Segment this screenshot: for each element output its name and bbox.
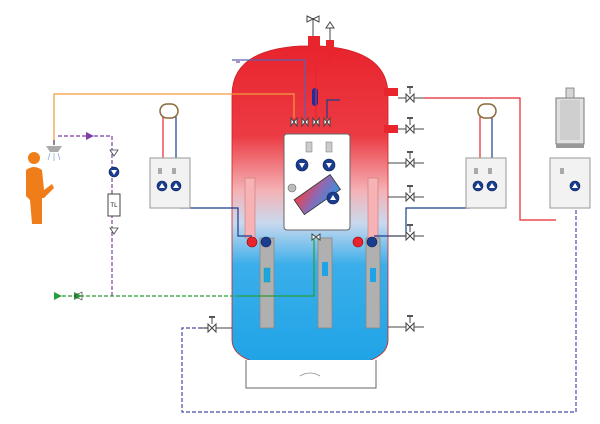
stratification-lance-3 [365, 237, 381, 329]
recirculation-marker [86, 132, 94, 140]
primary-feed-line [315, 48, 331, 118]
pump-station-right [465, 157, 507, 209]
domestic-hot-water-line [53, 93, 295, 140]
module-valve-3[interactable] [312, 116, 320, 128]
boiler-pump-station [549, 157, 591, 209]
nozzle-valve-3[interactable] [388, 151, 424, 169]
solar-collector-left [159, 103, 179, 119]
primary-return-line [326, 99, 340, 118]
stratification-lance-1 [259, 237, 275, 329]
stratification-lance-2 [317, 237, 333, 329]
nozzle-valve-4[interactable] [388, 185, 424, 203]
connection-cold-right [366, 236, 378, 248]
safety-relief-icon[interactable] [325, 21, 335, 40]
connection-cold-left [260, 236, 272, 248]
return-loop-line [181, 198, 577, 413]
solar-collector-right [477, 103, 497, 119]
thermal-meter: TL [107, 193, 121, 217]
connection-hot-right [352, 236, 364, 248]
nozzle-valve-6[interactable] [388, 315, 424, 333]
circulation-line [232, 59, 306, 118]
boiler-flow-line [424, 97, 556, 221]
cold-water-feed-line [238, 238, 315, 297]
meter-label: TL [110, 202, 118, 209]
stratification-tube-left [244, 177, 256, 239]
left-module-flow [180, 207, 252, 237]
nozzle-valve-2[interactable] [398, 117, 424, 135]
nozzle-valve-1[interactable] [398, 86, 424, 104]
module-valve-4[interactable] [323, 116, 331, 128]
freshwater-module [283, 133, 351, 231]
pump-station-left [149, 157, 191, 209]
thermometer-icon [312, 88, 318, 106]
nozzle-valve-5[interactable] [388, 224, 424, 242]
air-vent-valve-icon[interactable] [306, 15, 320, 36]
recirculation-pump-icon [108, 166, 120, 178]
drain-valve-left[interactable] [200, 316, 232, 334]
recirculation-line [58, 135, 113, 296]
check-valve-1 [109, 149, 119, 157]
module-valve-1[interactable] [290, 116, 298, 128]
shower-head-icon [46, 140, 62, 161]
stratification-tube-right-top [367, 177, 379, 239]
boiler-icon [555, 87, 585, 148]
connection-hot-left [246, 236, 258, 248]
check-valve-2 [109, 227, 119, 235]
module-valve-2[interactable] [301, 116, 309, 128]
cold-inlet-arrow-icon [54, 291, 83, 301]
person-showering-icon [26, 152, 54, 224]
